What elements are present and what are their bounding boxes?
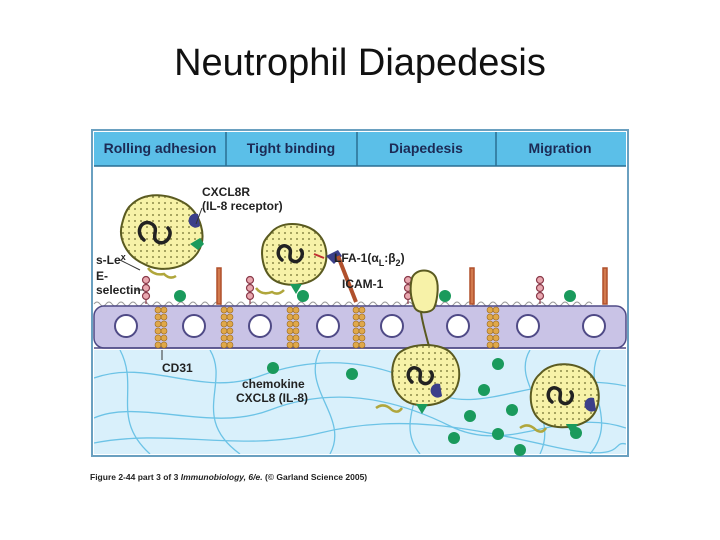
label-cxcl8r: CXCL8R xyxy=(202,185,250,199)
caption-figure: Figure 2-44 part 3 of 3 xyxy=(90,472,179,482)
caption-credit: (© Garland Science 2005) xyxy=(264,472,368,482)
label-selectin: selectin xyxy=(96,283,141,297)
neutrophil-tight-binding xyxy=(255,223,358,303)
figure-caption: Figure 2-44 part 3 of 3 Immunobiology, 6… xyxy=(90,472,367,482)
neutrophil-migrating xyxy=(519,363,600,434)
stage-rolling-adhesion: Rolling adhesion xyxy=(104,140,217,156)
neutrophil-diapedesis xyxy=(375,269,461,414)
diapedesis-diagram: Rolling adhesion Tight binding Diapedesi… xyxy=(91,129,629,457)
label-icam1: ICAM-1 xyxy=(342,277,384,291)
label-e: E- xyxy=(96,269,108,283)
stage-tight-binding: Tight binding xyxy=(247,140,335,156)
label-cd31: CD31 xyxy=(162,361,193,375)
cd31-junction xyxy=(154,306,168,349)
stage-header: Rolling adhesion Tight binding Diapedesi… xyxy=(94,132,626,167)
stage-diapedesis: Diapedesis xyxy=(389,140,463,156)
slide-title: Neutrophil Diapedesis xyxy=(174,42,546,84)
label-cxcl8-il8: CXCL8 (IL-8) xyxy=(236,391,308,405)
label-chemokine: chemokine xyxy=(242,377,305,391)
diapedesis-figure: Rolling adhesion Tight binding Diapedesi… xyxy=(90,128,630,458)
label-lfa1: LFA-1(αL:β2) xyxy=(334,251,405,268)
caption-book: Immunobiology, 6/e. xyxy=(180,472,263,482)
endothelium xyxy=(93,305,627,349)
label-il8-receptor: (IL-8 receptor) xyxy=(202,199,283,213)
stage-migration: Migration xyxy=(529,140,592,156)
neutrophil-rolling xyxy=(120,194,204,279)
label-slex: s-Lex xyxy=(96,252,126,267)
annotation-labels: CXCL8R (IL-8 receptor) s-Lex E- selectin… xyxy=(96,185,405,405)
